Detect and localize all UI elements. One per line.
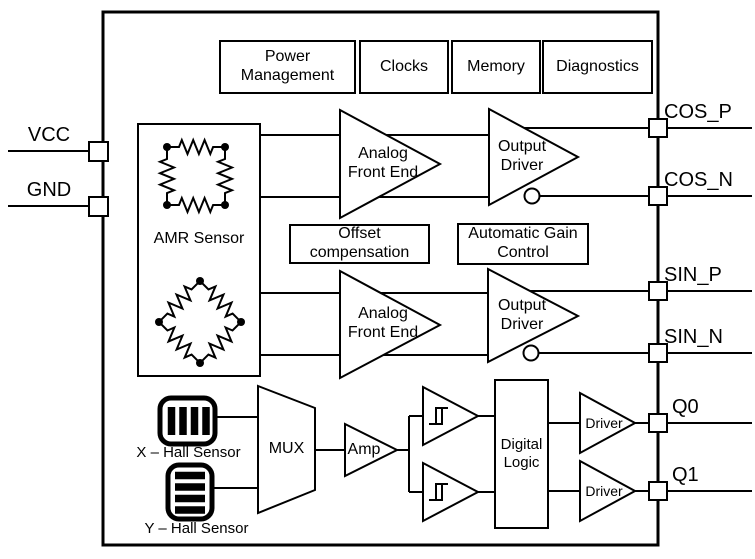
output-driver-1-triangle xyxy=(488,107,581,207)
amplifier-triangles xyxy=(257,107,638,523)
pin-sin-n xyxy=(648,343,668,363)
pin-vcc xyxy=(88,141,109,162)
hysteresis-icons xyxy=(429,407,448,501)
amr-sensor-box xyxy=(137,123,261,377)
pin-cos-p xyxy=(648,118,668,138)
clocks-box xyxy=(359,40,449,94)
analog-front-end-2-triangle xyxy=(339,269,443,380)
diagnostics-box xyxy=(542,40,653,94)
mux-shape xyxy=(257,384,316,515)
inverter-bubble-icon xyxy=(522,344,540,362)
hysteresis-icon xyxy=(429,407,448,425)
output-wires xyxy=(522,127,649,492)
power-management-box xyxy=(219,40,356,94)
chip-outline xyxy=(101,10,660,547)
pin-q0 xyxy=(648,413,668,433)
pin-cos-n xyxy=(648,186,668,206)
comparator-1-triangle xyxy=(422,385,481,447)
automatic-gain-control-box xyxy=(457,223,589,265)
pin-q1 xyxy=(648,481,668,501)
comparator-2-triangle xyxy=(422,461,481,523)
output-driver-2-triangle xyxy=(487,267,581,364)
pin-gnd xyxy=(88,196,109,217)
pin-pads xyxy=(88,118,668,501)
hall-sensor-icons xyxy=(157,395,218,522)
memory-box xyxy=(451,40,541,94)
offset-compensation-box xyxy=(289,224,430,264)
driver-1-triangle xyxy=(579,391,638,455)
inverter-bubble-icon xyxy=(523,187,541,205)
amp-triangle xyxy=(344,422,400,478)
driver-2-triangle xyxy=(579,459,638,523)
external-leads xyxy=(8,127,752,492)
wire-amp-comparators xyxy=(397,415,423,493)
pin-sin-p xyxy=(648,281,668,301)
x-hall-sensor-bars xyxy=(167,407,210,435)
digital-logic-box xyxy=(494,379,549,529)
function-boxes xyxy=(137,40,653,529)
signal-wires xyxy=(212,134,580,493)
y-hall-sensor-bars xyxy=(175,471,205,514)
analog-front-end-1-triangle xyxy=(339,108,443,220)
hysteresis-icon xyxy=(429,483,448,501)
